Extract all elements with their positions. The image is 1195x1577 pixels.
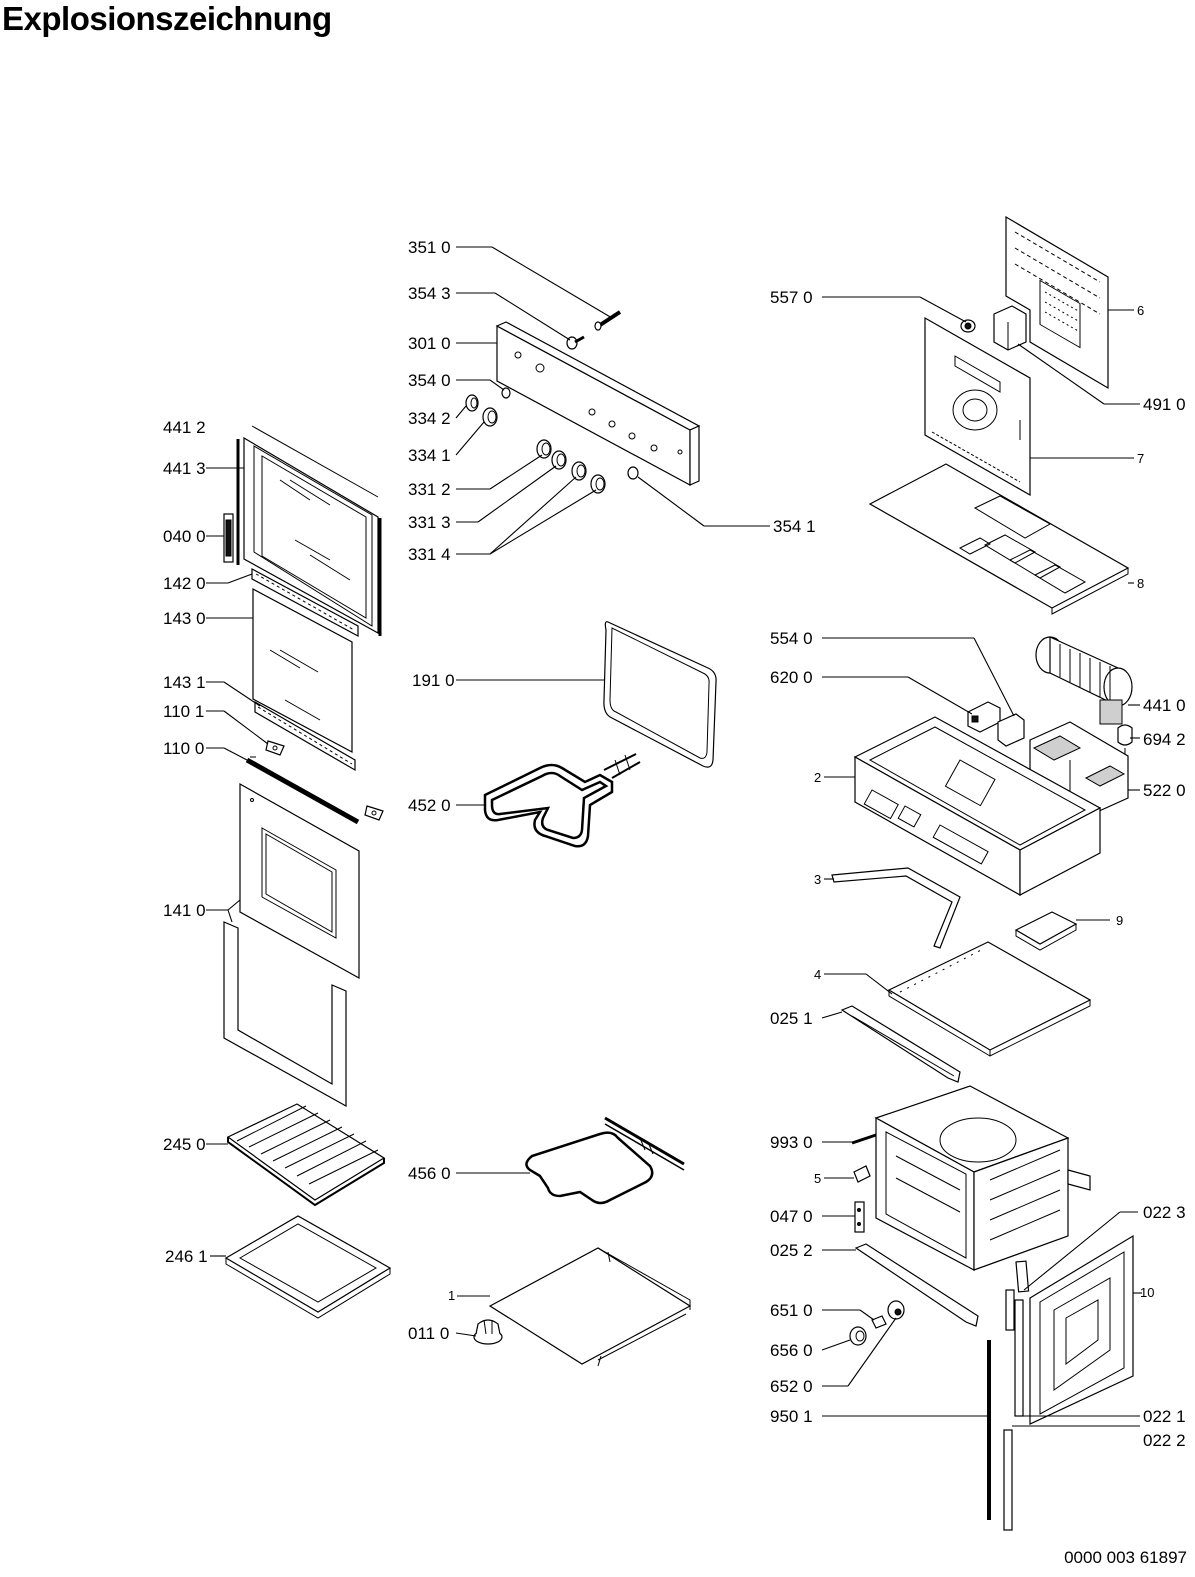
label-143-0: 143 0 xyxy=(163,609,206,628)
label-441-3: 441 3 xyxy=(163,459,206,478)
door-gasket-part xyxy=(603,621,717,768)
label-011-0: 011 0 xyxy=(408,1324,449,1343)
label-301-0: 301 0 xyxy=(408,334,451,353)
label-331-4: 331 4 xyxy=(408,545,451,564)
relay-parts xyxy=(967,701,1025,747)
label-4: 4 xyxy=(814,967,821,982)
back-cover-part xyxy=(1005,215,1109,390)
inner-glass-part xyxy=(252,587,353,754)
label-331-3: 331 3 xyxy=(408,513,451,532)
bottom-plate-part xyxy=(488,1247,692,1367)
vent-strip-part xyxy=(251,567,359,638)
label-331-2: 331 2 xyxy=(408,480,451,499)
small-cover-part xyxy=(1014,911,1078,951)
label-1: 1 xyxy=(448,1288,455,1303)
label-022-2: 022 2 xyxy=(1143,1431,1186,1450)
module-part xyxy=(993,305,1027,351)
label-557-0: 557 0 xyxy=(770,288,813,307)
label-491-0: 491 0 xyxy=(1143,395,1186,414)
label-110-1: 110 1 xyxy=(163,702,204,721)
rail-part xyxy=(840,1005,961,1083)
label-246-1: 246 1 xyxy=(165,1247,208,1266)
label-456-0: 456 0 xyxy=(408,1164,451,1183)
clip-part xyxy=(853,1165,871,1183)
label-191-0: 191 0 xyxy=(412,671,455,690)
door-frame-part xyxy=(236,425,382,636)
lamp-parts xyxy=(849,1300,905,1346)
label-040-0: 040 0 xyxy=(163,527,206,546)
label-8: 8 xyxy=(1137,576,1144,591)
top-liner-part xyxy=(887,941,1092,1057)
label-047-0: 047 0 xyxy=(770,1207,813,1226)
label-025-2: 025 2 xyxy=(770,1241,813,1260)
label-025-1: 025 1 xyxy=(770,1009,813,1028)
label-620-0: 620 0 xyxy=(770,668,813,687)
label-651-0: 651 0 xyxy=(770,1301,813,1320)
label-022-3: 022 3 xyxy=(1143,1203,1186,1222)
door-seal-part xyxy=(223,921,347,1108)
label-354-3: 354 3 xyxy=(408,284,451,303)
leader-lines xyxy=(206,246,1142,1427)
side-bracket-part xyxy=(831,867,961,949)
screw-part xyxy=(851,1133,877,1145)
nut-part xyxy=(566,335,585,350)
label-7: 7 xyxy=(1137,451,1144,466)
control-panel-part xyxy=(495,321,701,487)
label-652-0: 652 0 xyxy=(770,1377,813,1396)
label-3: 3 xyxy=(814,872,821,887)
label-143-1: 143 1 xyxy=(163,673,206,692)
label-950-1: 950 1 xyxy=(770,1407,813,1426)
side-panel-part xyxy=(1029,1234,1134,1425)
oven-cavity-part xyxy=(874,1085,1091,1271)
glass-strip-part xyxy=(254,700,356,772)
hinge-plate-parts xyxy=(1003,1260,1030,1531)
bottom-element-part xyxy=(525,1116,685,1205)
label-522-0: 522 0 xyxy=(1143,781,1186,800)
foot-part xyxy=(473,1319,503,1345)
label-656-0: 656 0 xyxy=(770,1341,813,1360)
label-022-1: 022 1 xyxy=(1143,1407,1186,1426)
baking-tray-part xyxy=(224,1215,392,1319)
label-245-0: 245 0 xyxy=(163,1135,206,1154)
label-441-2: 441 2 xyxy=(163,418,206,437)
door-handle-part xyxy=(245,756,360,825)
knob-parts xyxy=(465,387,639,494)
thermostat-part xyxy=(960,319,976,333)
label-10: 10 xyxy=(1140,1285,1154,1300)
label-354-0: 354 0 xyxy=(408,371,451,390)
fan-part xyxy=(1035,636,1133,725)
document-number: 0000 003 61897 xyxy=(1064,1548,1187,1567)
grill-element-part xyxy=(483,753,641,848)
label-554-0: 554 0 xyxy=(770,629,813,648)
hinge-part xyxy=(223,513,234,563)
label-2: 2 xyxy=(814,770,821,785)
label-5: 5 xyxy=(814,1171,821,1186)
label-694-2: 694 2 xyxy=(1143,730,1186,749)
top-plate-part xyxy=(868,463,1130,615)
label-6: 6 xyxy=(1137,303,1144,318)
label-142-0: 142 0 xyxy=(163,574,206,593)
shaft-part xyxy=(594,310,622,331)
outer-door-part xyxy=(239,782,360,980)
label-334-1: 334 1 xyxy=(408,446,451,465)
label-993-0: 993 0 xyxy=(770,1133,813,1152)
label-452-0: 452 0 xyxy=(408,796,451,815)
oven-rack-part xyxy=(226,1103,386,1207)
label-354-1: 354 1 xyxy=(773,517,816,536)
label-141-0: 141 0 xyxy=(163,901,206,920)
control-housing-part xyxy=(853,716,1102,897)
fan-cover-part xyxy=(924,316,1031,497)
bottom-rail-part xyxy=(854,1243,979,1327)
latch-part xyxy=(854,1201,865,1233)
label-110-0: 110 0 xyxy=(163,739,204,758)
bracket-part xyxy=(265,740,384,821)
label-334-2: 334 2 xyxy=(408,409,451,428)
part-labels: 351 0 354 3 301 0 354 0 334 2 334 1 331 … xyxy=(163,238,1186,1450)
label-441-0: 441 0 xyxy=(1143,696,1186,715)
label-9: 9 xyxy=(1116,913,1123,928)
lamp-holder-part xyxy=(1117,724,1133,754)
label-351-0: 351 0 xyxy=(408,238,451,257)
page-title: Explosionszeichnung xyxy=(2,0,332,37)
